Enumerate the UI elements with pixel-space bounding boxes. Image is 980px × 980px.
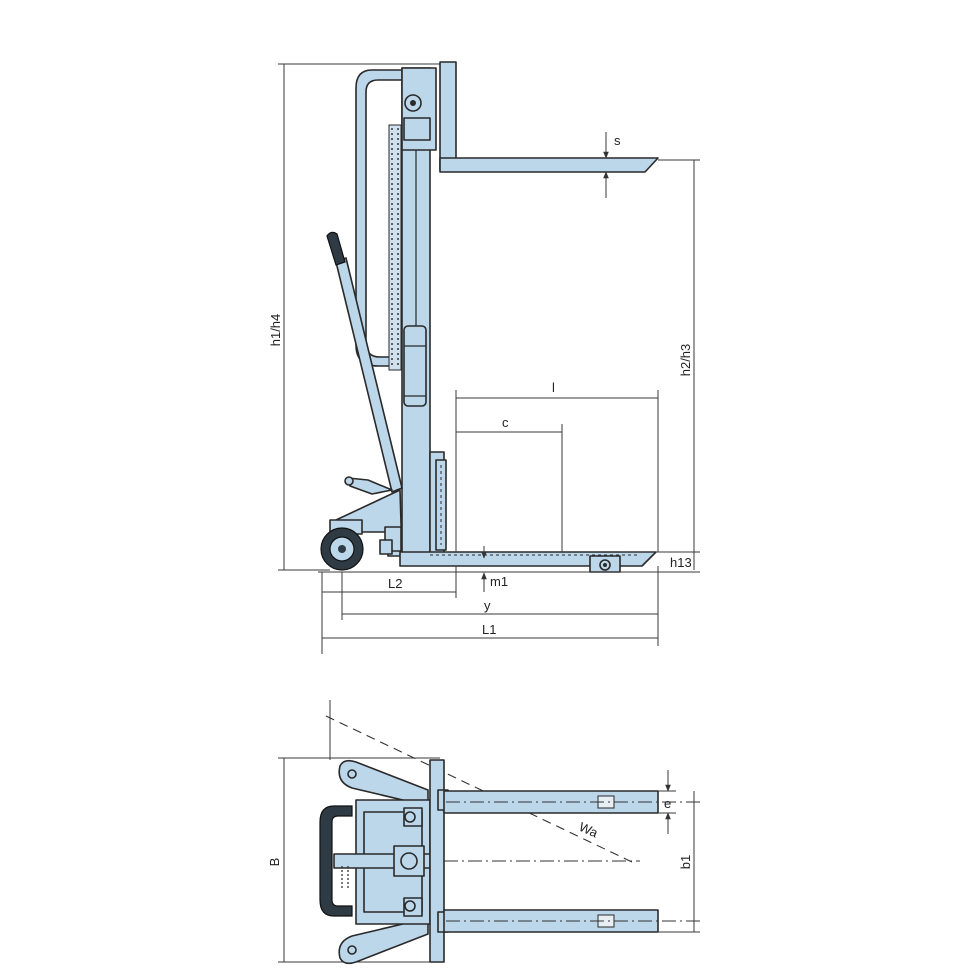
dimension-l2: L2: [321, 566, 457, 654]
load-wheel: [589, 555, 621, 573]
dimension-l: l: [455, 380, 659, 552]
dimension-b: B: [267, 757, 440, 963]
label-c: c: [502, 415, 509, 430]
label-h13: h13: [670, 555, 692, 570]
tiller-grip: [319, 805, 353, 917]
side-view: h1/h4: [268, 61, 700, 654]
dimension-wa: Wa: [325, 700, 633, 863]
top-view: Wa B: [267, 700, 700, 965]
fork-carriage-plate: [439, 61, 457, 171]
dimension-h1-h4: h1/h4: [268, 63, 445, 571]
label-b1: b1: [678, 855, 693, 869]
dimension-l1: L1: [322, 622, 658, 639]
fork-raised: [439, 157, 659, 173]
label-s: s: [614, 133, 621, 148]
top-pulley: [401, 67, 437, 151]
label-h2-h3: h2/h3: [678, 344, 693, 377]
dimension-s: s: [603, 132, 621, 198]
dimension-c: c: [456, 415, 563, 552]
lift-chain: [388, 124, 402, 371]
dimension-b1: b1: [658, 791, 700, 933]
label-b: B: [267, 858, 282, 867]
foot-pedal: [344, 476, 393, 495]
lower-fork: [443, 909, 700, 933]
dimension-h13: h13: [620, 551, 700, 570]
tiller-handle: [326, 231, 403, 493]
label-l1: L1: [482, 622, 496, 637]
upper-outrigger: [338, 759, 429, 807]
label-l2: L2: [388, 576, 402, 591]
hydraulic-cylinder: [403, 325, 427, 407]
label-l: l: [552, 380, 555, 395]
dimension-m1: m1: [481, 546, 508, 592]
label-wa: Wa: [577, 819, 601, 841]
label-h1-h4: h1/h4: [268, 314, 283, 347]
lowered-carriage: [429, 451, 447, 559]
upper-fork: [443, 790, 700, 814]
label-y: y: [484, 598, 491, 613]
dimension-h2-h3: h2/h3: [658, 159, 700, 570]
dimension-y: y: [341, 566, 659, 646]
lower-outrigger: [338, 917, 429, 965]
label-e: e: [664, 796, 671, 811]
label-m1: m1: [490, 574, 508, 589]
steering-wheel: [320, 519, 364, 571]
dimension-e: e: [658, 770, 676, 834]
